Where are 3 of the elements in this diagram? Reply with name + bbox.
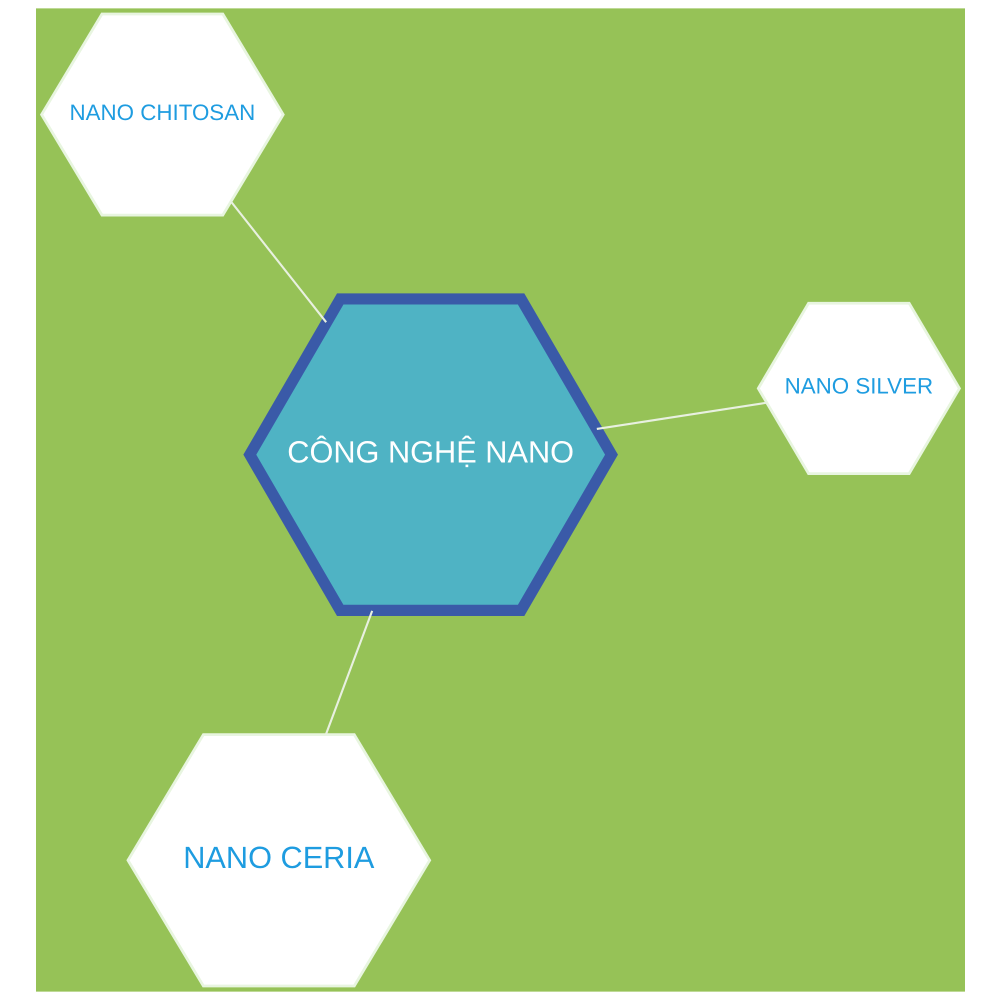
connector [324, 610, 373, 735]
connector [230, 200, 326, 323]
connector [596, 402, 766, 430]
